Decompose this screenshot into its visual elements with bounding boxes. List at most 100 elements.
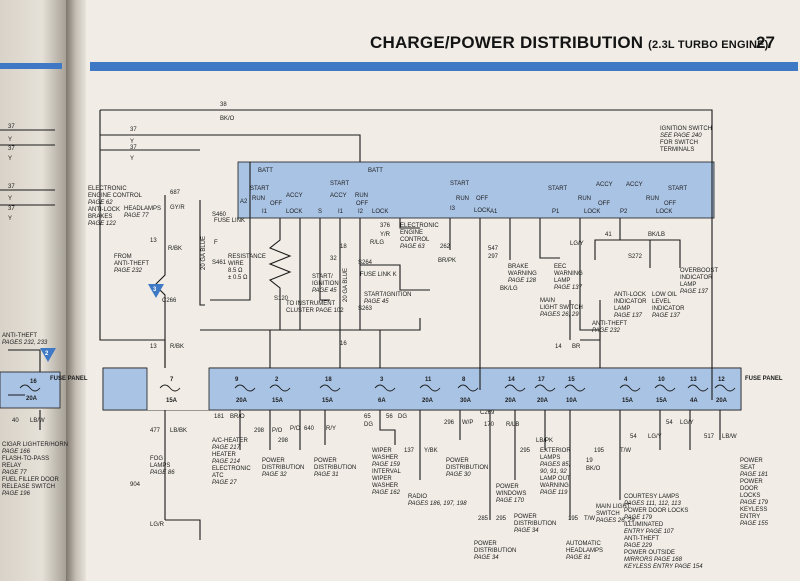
bw-13: 13 <box>150 344 157 350</box>
tag-41: 41 <box>605 232 612 238</box>
ct-1: PAGES 111, 112, 113 <box>624 501 681 507</box>
seat-5: LOCKS <box>740 493 760 499</box>
fuse-7-symbol <box>159 384 181 392</box>
si2-0: START/IGNITION <box>364 292 411 298</box>
sw1-t3: OFF <box>270 201 282 207</box>
sw1-t0: START <box>250 186 269 192</box>
tag-16: 16 <box>340 341 347 347</box>
header-blue-rule <box>90 62 798 71</box>
drop-fuse-3 <box>379 410 396 445</box>
mls-1: SWITCH <box>596 511 620 517</box>
sw2-t3: OFF <box>356 201 368 207</box>
splice-s460: S460 <box>212 212 227 218</box>
lp-w2: Y <box>8 137 12 143</box>
pd31-2: PAGE 31 <box>314 472 339 478</box>
pd34a-1: DISTRIBUTION <box>474 548 516 554</box>
fuse-link-f-wire <box>199 200 205 306</box>
ecc-4: BRAKES <box>88 214 112 220</box>
fuse-8-n: 17 <box>538 377 545 383</box>
tag-bklb: BK/LB <box>648 232 665 238</box>
bw-170: 170 <box>484 422 495 428</box>
sw5-p0: P2 <box>620 209 628 215</box>
ml-0: MAIN <box>540 298 555 304</box>
pd34b-0: POWER <box>514 514 537 520</box>
tag-lgy: LG/Y <box>570 241 584 247</box>
fuse-14-symbol <box>504 384 526 392</box>
fuse-link-k-gauge: 20 GA BLUE <box>343 268 349 302</box>
radio-0: RADIO <box>408 494 427 500</box>
conn-c266: C266 <box>162 298 177 304</box>
fuse-12-a: 4A <box>690 398 698 404</box>
sw2-t4: LOCK <box>372 209 388 215</box>
sw3-p1: A1 <box>490 209 498 215</box>
atr-1: PAGE 232 <box>592 328 621 334</box>
bw-po1: P/O <box>272 428 283 434</box>
sw2-p1: I1 <box>338 209 344 215</box>
lp-w4: Y <box>8 156 12 162</box>
ct-6: ANTI-THEFT <box>624 536 659 542</box>
fuse-12-n: 13 <box>690 377 697 383</box>
sw2-p2: I2 <box>358 209 364 215</box>
wire-13-rbk <box>154 195 166 368</box>
sw3-t3: LOCK <box>474 208 490 214</box>
sw5-t0: ACCY <box>626 182 643 188</box>
pd34b-2: PAGE 34 <box>514 528 539 534</box>
eec-0: EEC <box>554 264 567 270</box>
atr-0: ANTI-THEFT <box>592 321 627 327</box>
lp-note-5: FUEL FILLER DOOR <box>2 477 59 483</box>
sw4-t3: OFF <box>598 201 610 207</box>
pd30-1: DISTRIBUTION <box>446 465 488 471</box>
fuse-1-n: 9 <box>235 377 239 383</box>
abl-3: PAGE 137 <box>614 313 643 319</box>
eec-1: WARNING <box>554 271 583 277</box>
pd30-0: POWER <box>446 458 469 464</box>
callout-triangle-3 <box>148 284 164 298</box>
fuse-panel-gap <box>147 367 209 410</box>
ac-1: PAGE 217 <box>212 445 241 451</box>
wiper-3: INTERVAL <box>372 469 401 475</box>
si2-1: PAGE 45 <box>364 299 389 305</box>
sw4-p0: P1 <box>552 209 560 215</box>
fuse-2-symbol <box>269 384 291 392</box>
pd34a-2: PAGE 34 <box>474 555 499 561</box>
page-title: CHARGE/POWER DISTRIBUTION (2.3L TURBO EN… <box>370 33 769 53</box>
fuse-3-symbol <box>374 384 396 392</box>
lp-w9: 40 <box>12 418 19 424</box>
wire-32 <box>319 218 330 301</box>
left-fuse-panel-band <box>0 371 61 409</box>
fuse-13-symbol <box>687 384 709 392</box>
bw-lbbk: LB/BK <box>170 428 187 434</box>
fuse-7-n: 14 <box>508 377 515 383</box>
ct-9: MIRRORS PAGE 168 <box>624 557 683 563</box>
win-0: POWER <box>496 484 519 490</box>
tag-32: 32 <box>330 256 337 262</box>
ac-2: HEATER <box>212 452 237 458</box>
ob-1: INDICATOR <box>680 275 713 281</box>
fuse-link-k: FUSE LINK K <box>360 272 397 278</box>
fuse-13-n: 12 <box>718 377 725 383</box>
ct-8: POWER OUTSIDE <box>624 550 675 556</box>
seat-4: DOOR <box>740 486 759 492</box>
wire-anti-theft-r <box>580 300 601 341</box>
radio-1: PAGES 186, 197, 198 <box>408 501 467 507</box>
fuse-symbols <box>19 384 736 392</box>
seat-7: KEYLESS <box>740 507 767 513</box>
sw2-p0: S <box>318 209 322 215</box>
bw-195: 195 <box>594 448 605 454</box>
lp-note-7: PAGE 196 <box>2 491 31 497</box>
bw-0: BRAKE <box>508 264 528 270</box>
fuse-9-a: 10A <box>566 398 578 404</box>
lp-w8: Y <box>8 216 12 222</box>
tag-687: 687 <box>170 190 181 196</box>
page-title-text: CHARGE/POWER DISTRIBUTION <box>370 33 644 52</box>
sw4-t0: START <box>548 186 567 192</box>
bw-rlb: R/LB <box>506 422 519 428</box>
bw-dg1: DG <box>364 422 373 428</box>
bw-195b: 195 <box>568 516 579 522</box>
bw-bko: BK/O <box>586 466 601 472</box>
fuse-4-symbol <box>619 384 641 392</box>
pd30-2: PAGE 30 <box>446 472 471 478</box>
ext-1: LAMPS <box>540 455 560 461</box>
ecc2-0: ELECTRONIC <box>400 223 439 229</box>
